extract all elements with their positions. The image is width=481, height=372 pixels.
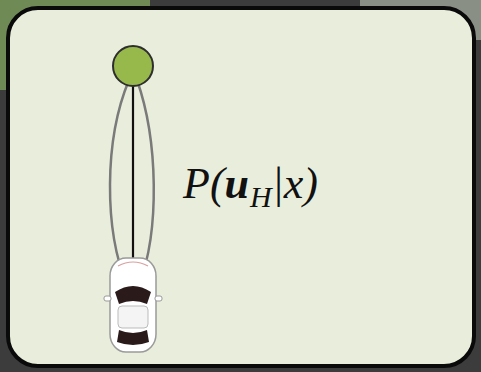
trajectory-curve [137, 80, 154, 285]
formula-symbol: u [225, 159, 249, 208]
car-icon [104, 258, 162, 352]
panel [8, 8, 474, 366]
formula-part: P( [183, 159, 225, 208]
goal-circle [113, 46, 153, 86]
trajectory-curve [110, 80, 129, 285]
formula-subscript: H [250, 180, 272, 213]
formula-part: |x) [272, 159, 318, 208]
formula: P(uH|x) [183, 158, 318, 215]
